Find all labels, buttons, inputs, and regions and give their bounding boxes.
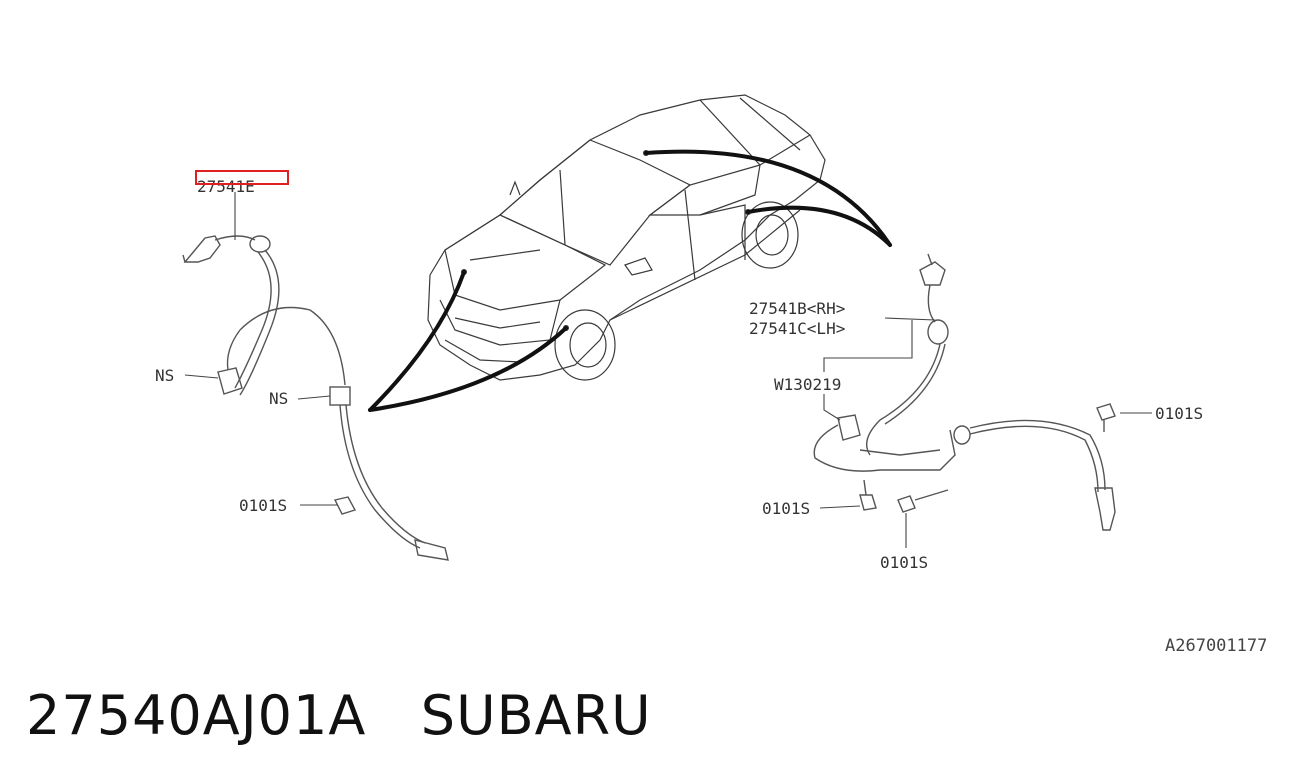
label-rear-lh[interactable]: 27541C<LH> — [749, 319, 845, 338]
label-bolt-right-mid[interactable]: 0101S — [762, 499, 810, 518]
label-bolt-left[interactable]: 0101S — [239, 496, 287, 515]
label-bolt-right-top[interactable]: 0101S — [1155, 404, 1203, 423]
label-front-sensor[interactable]: 27541E — [197, 177, 255, 196]
label-rear-rh[interactable]: 27541B<RH> — [749, 299, 845, 318]
page-title: 27540AJ01A SUBARU — [26, 684, 652, 747]
label-ns-upper: NS — [155, 366, 174, 385]
rear-sensor-assembly — [813, 253, 1116, 531]
label-ns-lower: NS — [269, 389, 288, 408]
diagram-reference-code: A267001177 — [1165, 636, 1268, 656]
label-clip[interactable]: W130219 — [774, 375, 841, 394]
location-pointers — [368, 149, 892, 412]
selected-part-highlight — [195, 170, 289, 185]
leader-lines — [184, 192, 1152, 548]
front-sensor-assembly — [182, 235, 449, 561]
label-bolt-right-bottom[interactable]: 0101S — [880, 553, 928, 572]
